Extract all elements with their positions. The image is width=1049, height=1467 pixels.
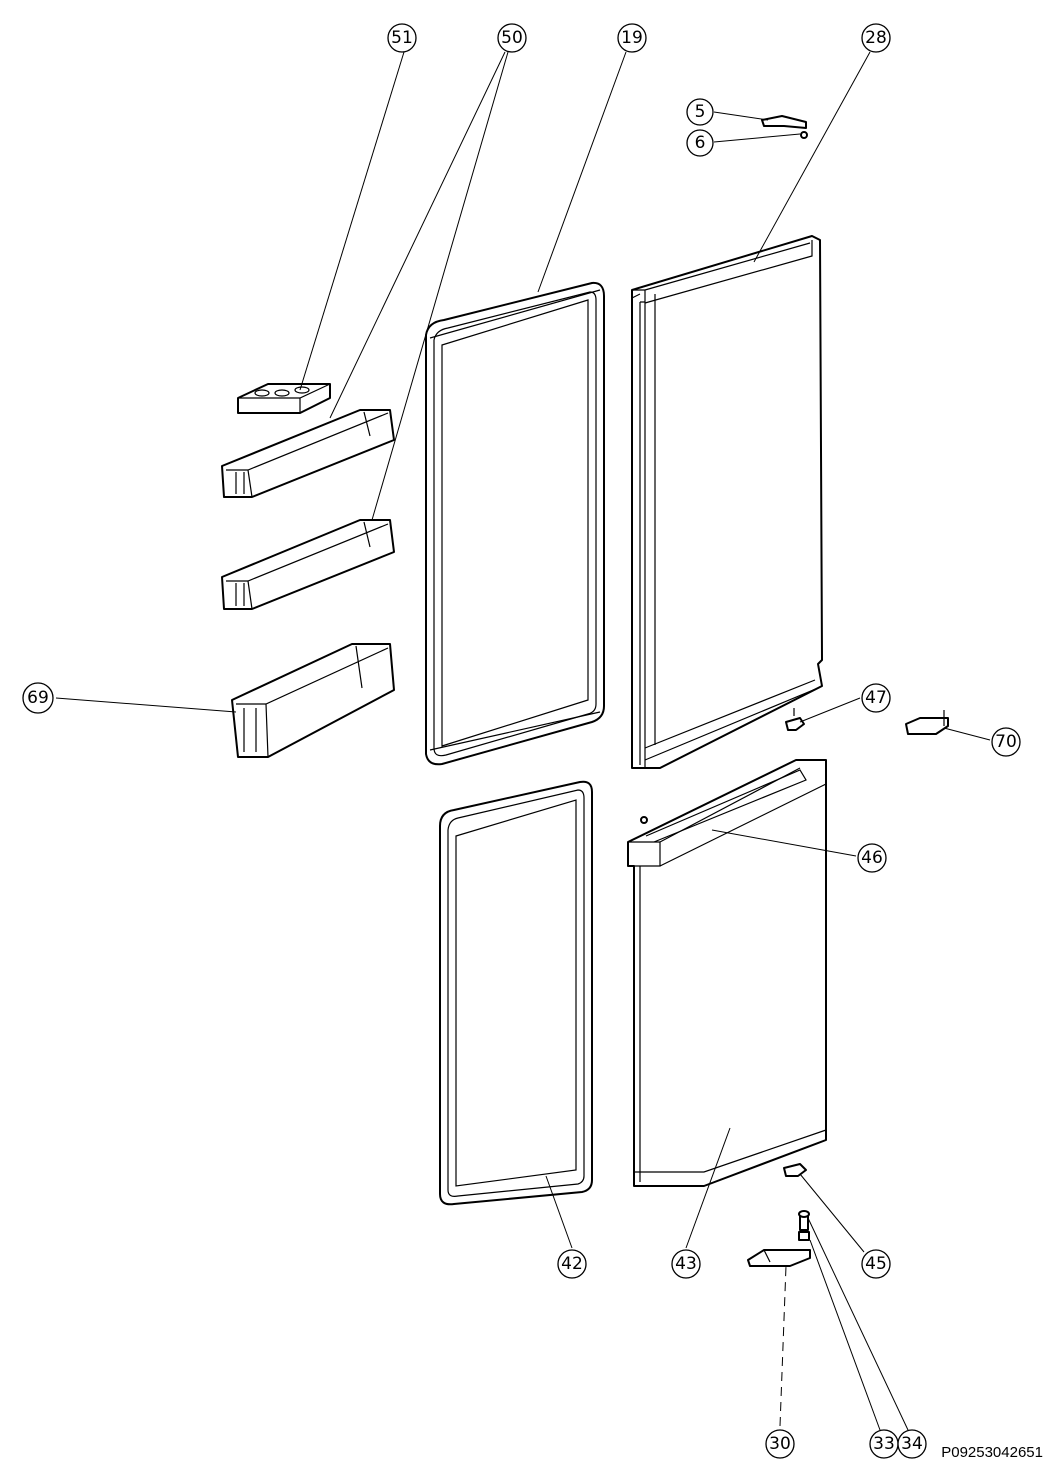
callout-33: 33 (869, 1429, 899, 1459)
callout-43: 43 (671, 1249, 701, 1279)
callout-33-label: 33 (873, 1434, 895, 1454)
callout-51: 51 (387, 23, 417, 53)
callout-70: 70 (991, 727, 1021, 757)
callout-47: 47 (861, 683, 891, 713)
callout-34-label: 34 (901, 1434, 923, 1454)
part-50-door-shelf-lower (221, 519, 395, 610)
callout-34: 34 (897, 1429, 927, 1459)
part-50-door-shelf-upper (221, 409, 395, 498)
callout-30: 30 (765, 1429, 795, 1459)
callout-19: 19 (617, 23, 647, 53)
callout-46: 46 (857, 843, 887, 873)
callout-6-label: 6 (695, 133, 706, 153)
callout-42-label: 42 (561, 1254, 583, 1274)
callout-19-label: 19 (621, 28, 643, 48)
callout-45: 45 (861, 1249, 891, 1279)
part-69-bottle-shelf (231, 643, 395, 758)
callout-47-label: 47 (865, 688, 887, 708)
callout-30-label: 30 (769, 1434, 791, 1454)
part-34-hinge-pin (798, 1210, 810, 1231)
callout-43-label: 43 (675, 1254, 697, 1274)
callout-5-label: 5 (695, 102, 706, 122)
part-70-middle-hinge (905, 710, 949, 735)
callout-6: 6 (686, 129, 714, 157)
callout-28-label: 28 (865, 28, 887, 48)
callout-50: 50 (497, 23, 527, 53)
part-42-lower-door-gasket (439, 780, 593, 1206)
part-33-bushing (798, 1231, 810, 1241)
callout-69: 69 (22, 682, 54, 714)
callout-46-label: 46 (861, 848, 883, 868)
part-5-top-hinge (761, 115, 807, 129)
callout-51-label: 51 (391, 28, 413, 48)
part-45-door-stop (783, 1163, 807, 1177)
part-28-upper-door (631, 235, 823, 769)
part-46-screw (640, 816, 648, 824)
callout-42: 42 (557, 1249, 587, 1279)
callout-69-label: 69 (27, 688, 49, 708)
part-19-upper-door-gasket (425, 281, 605, 766)
part-51-egg-tray (237, 383, 331, 414)
part-43-lower-door (627, 759, 827, 1187)
callout-5: 5 (686, 98, 714, 126)
callout-50-label: 50 (501, 28, 523, 48)
drawing-code: P09253042651 (941, 1444, 1043, 1461)
callout-28: 28 (861, 23, 891, 53)
part-30-bottom-hinge (747, 1249, 811, 1267)
part-47-door-stop (785, 708, 805, 731)
callout-45-label: 45 (865, 1254, 887, 1274)
callout-70-label: 70 (995, 732, 1017, 752)
part-6-screw (800, 131, 808, 139)
leader-lines (55, 51, 991, 1431)
